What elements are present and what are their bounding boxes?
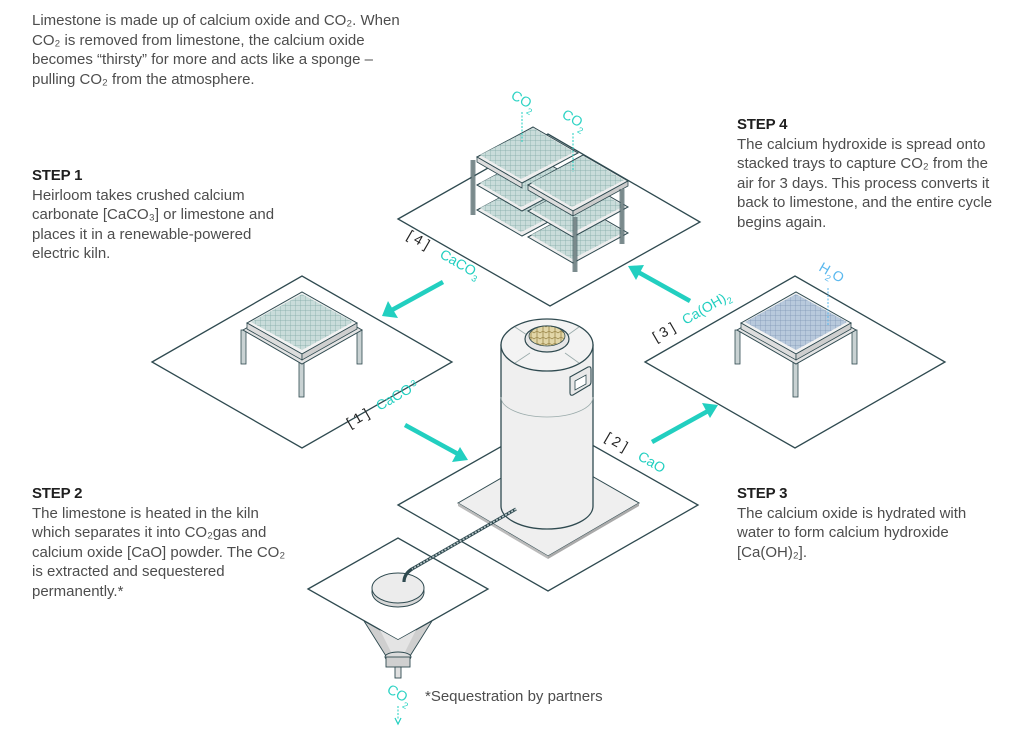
footnote: *Sequestration by partners bbox=[425, 688, 603, 705]
stage-index-2: [ 2 ] bbox=[603, 429, 631, 455]
h2o-label: H2O bbox=[815, 259, 848, 289]
h2o-label-sub: 2 bbox=[823, 272, 832, 283]
tray-table-step-3 bbox=[734, 291, 858, 398]
co2-label: CO2 bbox=[507, 87, 540, 117]
step-1-text: Heirloom takes crushed calcium carbonate… bbox=[32, 186, 275, 263]
arrowhead-step1 bbox=[382, 301, 398, 318]
arrowhead-step4 bbox=[628, 265, 644, 280]
co2-label-sub: 2 bbox=[576, 125, 585, 136]
stage-index-3: [ 3 ] bbox=[650, 319, 678, 345]
step-1-block: STEP 1 Heirloom takes crushed calcium ca… bbox=[32, 166, 277, 264]
arrow-step3-to-step4 bbox=[636, 270, 692, 303]
co2-label: CO2 bbox=[383, 681, 416, 711]
stage-subscript-1: 3 bbox=[409, 378, 418, 389]
arrowhead-step2 bbox=[452, 447, 468, 462]
intro-paragraph: Limestone is made up of calcium oxide an… bbox=[32, 12, 400, 88]
step-4-text: The calcium hydroxide is spread onto sta… bbox=[737, 135, 993, 231]
h2o-label-o: O bbox=[830, 266, 848, 285]
co2-label: CO2 bbox=[558, 106, 591, 136]
co2-output-label: CO2 bbox=[383, 681, 416, 726]
step-4-heading: STEP 4 bbox=[737, 116, 788, 133]
sequestration-well-cap bbox=[371, 567, 425, 608]
kiln-hatch bbox=[569, 366, 592, 396]
co2-label-sub: 2 bbox=[401, 700, 410, 711]
step-2-block: STEP 2 The limestone is heated in the ki… bbox=[32, 484, 292, 601]
arrow-step2-to-step3 bbox=[650, 409, 710, 444]
step-2-text: The limestone is heated in the kiln whic… bbox=[32, 504, 286, 600]
stage-subscript-4: 3 bbox=[470, 273, 479, 284]
co2-label-sub: 2 bbox=[525, 106, 534, 117]
arrow-step1-to-step2 bbox=[403, 423, 460, 456]
tray-stack-right bbox=[526, 154, 630, 264]
electric-kiln bbox=[500, 318, 594, 530]
stage-subscript-3: 2 bbox=[725, 295, 734, 306]
step-3-block: STEP 3 The calcium oxide is hydrated wit… bbox=[737, 484, 1007, 562]
arrowhead-step3 bbox=[702, 403, 718, 418]
sequestration-funnel bbox=[363, 620, 433, 679]
stacked-trays-rack bbox=[470, 126, 630, 272]
step-3-text: The calcium oxide is hydrated with water… bbox=[737, 504, 967, 561]
step-2-heading: STEP 2 bbox=[32, 485, 83, 502]
rack-posts bbox=[471, 160, 624, 272]
step-3-heading: STEP 3 bbox=[737, 485, 788, 502]
step-1-heading: STEP 1 bbox=[32, 167, 83, 184]
arrow-step4-to-step1 bbox=[390, 280, 445, 312]
step-4-block: STEP 4 The calcium hydroxide is spread o… bbox=[737, 115, 1007, 232]
tray-table-step-1 bbox=[240, 291, 364, 398]
limestone-core bbox=[528, 325, 566, 347]
